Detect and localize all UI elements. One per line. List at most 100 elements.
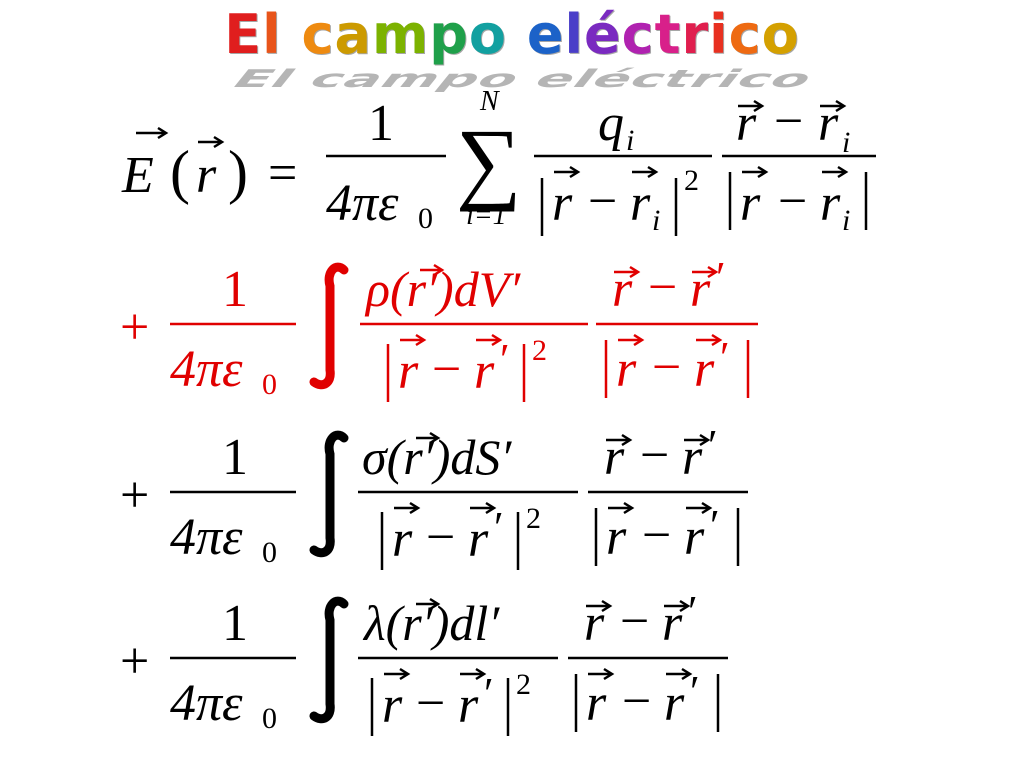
coef-denominator: 4πε: [170, 509, 243, 566]
vector-arrowhead-icon: [647, 165, 659, 179]
vector-arrowhead-icon: [837, 165, 849, 179]
coef-numerator: 1: [222, 261, 248, 318]
plus-sign: +: [120, 299, 149, 356]
lhs-rparen: ): [228, 139, 248, 205]
denom-ri: r: [820, 175, 841, 232]
vector-arrowhead-icon: [603, 667, 615, 681]
charge-q: q: [598, 95, 624, 152]
num-rprime: r: [682, 429, 703, 486]
title-letter: m: [371, 3, 430, 66]
denom-rprime: r: [468, 511, 489, 568]
vector-arrowhead-icon: [491, 333, 503, 347]
lhs-r: r: [196, 147, 217, 204]
title-letter: r: [681, 3, 710, 66]
slide-title-area: El campo eléctrico El campo eléctrico: [0, 4, 1024, 94]
title-letter: c: [621, 3, 655, 66]
integral-sign: [309, 430, 349, 558]
vector-arrowhead-icon: [621, 433, 633, 447]
prime-mark: ′: [716, 253, 726, 302]
eps-subscript: 0: [262, 536, 277, 569]
eps-subscript: 0: [418, 202, 433, 235]
prime-mark: ′: [710, 501, 720, 550]
denom-r: r: [398, 343, 419, 400]
plus-sign: +: [120, 633, 149, 690]
field-E: E: [121, 147, 154, 204]
line-charge-term: + 1 4πε 0 λ(r′)dl′ r − r ′ 2 r − r ′ r −: [120, 587, 728, 736]
title-letter: é: [583, 3, 622, 66]
num-r: r: [584, 595, 605, 652]
denom-r: r: [586, 675, 607, 732]
vector-arrowhead-icon: [623, 501, 635, 515]
title-letter: e: [526, 3, 565, 66]
square-exponent: 2: [516, 668, 531, 701]
vector-arrowhead-icon: [601, 599, 613, 613]
integral-sign: [309, 596, 349, 724]
denom-r: r: [740, 175, 761, 232]
denom-r: r: [606, 509, 627, 566]
charge-index: i: [626, 124, 634, 157]
vector-arrowhead-icon: [711, 333, 723, 347]
title-letter: a: [334, 3, 372, 66]
num-r: r: [736, 95, 757, 152]
equals-sign: =: [268, 145, 297, 202]
denom-ri: r: [630, 175, 651, 232]
minus-sign: −: [588, 173, 617, 230]
denom-rprime: r: [474, 343, 495, 400]
coef-denominator: 4πε: [170, 675, 243, 732]
denom-r: r: [382, 677, 403, 734]
prime-mark: ′: [690, 667, 700, 716]
title-letter: p: [429, 3, 469, 66]
prime-mark: ′: [494, 503, 504, 552]
minus-sign: −: [622, 673, 651, 730]
denom-rprime: r: [694, 341, 715, 398]
denom-rprime: r: [684, 509, 705, 566]
vector-arrowhead-icon: [707, 265, 719, 279]
sum-lower-limit: i=1: [466, 200, 507, 231]
vector-arrowhead-icon: [835, 99, 847, 113]
plus-sign: +: [120, 467, 149, 524]
prime-mark: ′: [720, 333, 730, 382]
vector-arrowhead-icon: [681, 667, 693, 681]
vector-arrowhead-icon: [213, 135, 225, 149]
coef-denominator: 4πε: [326, 175, 399, 232]
surface-charge-term: + 1 4πε 0 σ(r′)dS′ r − r ′ 2 r − r ′ r −: [120, 421, 748, 570]
ri-index: i: [842, 126, 850, 159]
title-letter: c: [728, 3, 762, 66]
num-ri: r: [818, 95, 839, 152]
discrete-charges-term: E ( r ) = 1 4πε 0 N ∑ i=1 q i r − r i 2 …: [121, 86, 876, 237]
num-rprime: r: [690, 261, 711, 318]
square-exponent: 2: [532, 334, 547, 367]
minus-sign: −: [642, 507, 671, 564]
minus-sign: −: [774, 93, 803, 150]
coef-numerator: 1: [368, 95, 394, 152]
denom-r: r: [616, 341, 637, 398]
integral-sign: [309, 262, 349, 390]
vector-arrowhead-icon: [753, 99, 765, 113]
slide-title: El campo eléctrico: [0, 4, 1024, 66]
vector-arrowhead-icon: [415, 333, 427, 347]
vector-arrowhead-icon: [409, 501, 421, 515]
vector-arrowhead-icon: [679, 599, 691, 613]
minus-sign: −: [620, 593, 649, 650]
lhs-lparen: (: [170, 139, 190, 205]
num-r: r: [612, 261, 633, 318]
vector-arrowhead-icon: [429, 431, 441, 445]
vector-arrowhead-icon: [569, 165, 581, 179]
square-exponent: 2: [684, 164, 699, 197]
vector-arrowhead-icon: [633, 333, 645, 347]
title-letter: c: [301, 3, 335, 66]
coef-numerator: 1: [222, 429, 248, 486]
minus-sign: −: [432, 341, 461, 398]
minus-sign: −: [426, 509, 455, 566]
minus-sign: −: [778, 173, 807, 230]
minus-sign: −: [652, 339, 681, 396]
sum-symbol: ∑: [456, 110, 522, 212]
vector-arrowhead-icon: [757, 165, 769, 179]
minus-sign: −: [640, 427, 669, 484]
title-letter: l: [564, 3, 584, 66]
prime-mark: ′: [500, 335, 510, 384]
ri-index: i: [652, 204, 660, 237]
prime-mark: ′: [708, 421, 718, 470]
prime-mark: ′: [688, 587, 698, 636]
